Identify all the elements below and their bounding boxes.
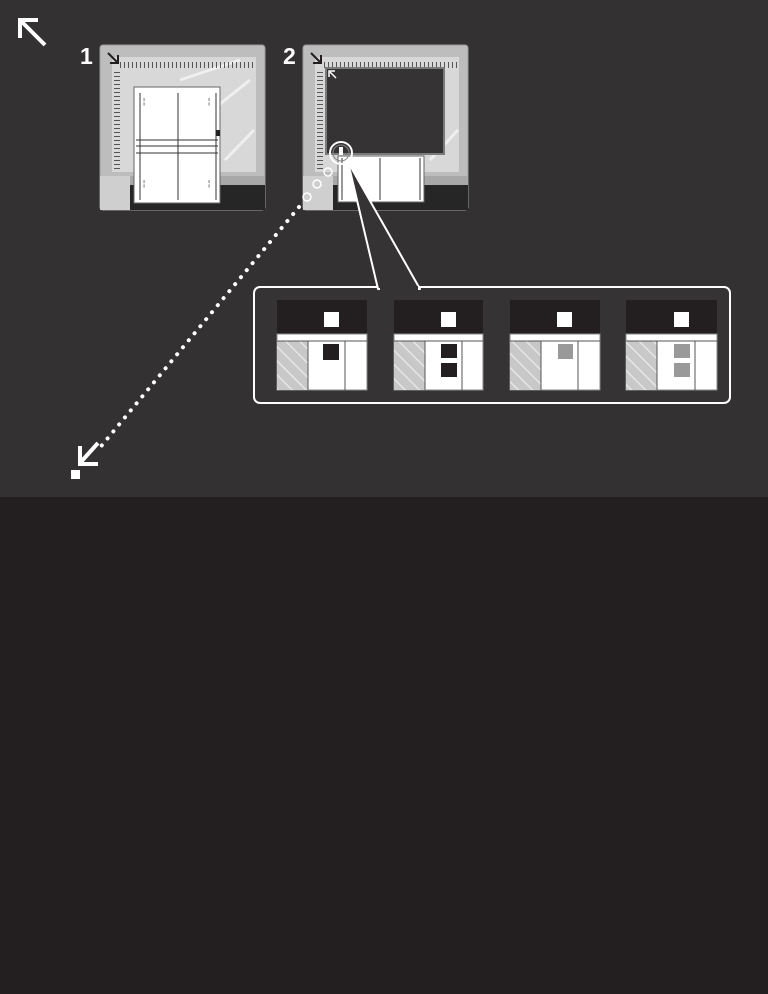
svg-text:¦: ¦ [208, 179, 210, 188]
status-callout [253, 161, 731, 404]
step-number-2: 2 [283, 43, 296, 69]
status-indicator-grey [674, 363, 690, 377]
status-indicator-dark [441, 344, 457, 358]
status-panel-2 [393, 300, 484, 391]
arrow-down-left-icon [78, 441, 100, 466]
zoom-circle [329, 141, 353, 165]
status-indicator-grey [558, 344, 573, 359]
status-indicator-dark [441, 363, 457, 377]
scanner-step-1: ¦ ¦ ¦ ¦ [99, 44, 266, 211]
document-under-lid [337, 155, 425, 203]
svg-text:¦: ¦ [143, 179, 145, 188]
arrow-down-right-icon [107, 52, 119, 64]
step-number-1: 1 [80, 43, 93, 69]
svg-text:¦: ¦ [143, 97, 145, 106]
svg-text:¦: ¦ [208, 97, 210, 106]
arrow-up-left-icon [328, 70, 337, 79]
scanner-lid-closed [325, 67, 445, 155]
ruler-left [114, 70, 120, 170]
end-marker [71, 470, 80, 479]
diagram-lower-panel [0, 497, 768, 994]
status-panel-4 [625, 300, 718, 391]
arrow-up-left-icon [18, 18, 47, 47]
dotted-guide-path [96, 205, 301, 452]
ruler-top [120, 62, 256, 68]
arrow-down-right-icon [310, 52, 322, 64]
status-indicator-dark [323, 344, 339, 360]
document-on-glass: ¦ ¦ ¦ ¦ [133, 86, 221, 204]
scanner-step-2 [302, 44, 469, 211]
status-panel-1 [276, 300, 368, 391]
status-indicator-grey [674, 344, 690, 358]
status-panel-3 [509, 300, 601, 391]
